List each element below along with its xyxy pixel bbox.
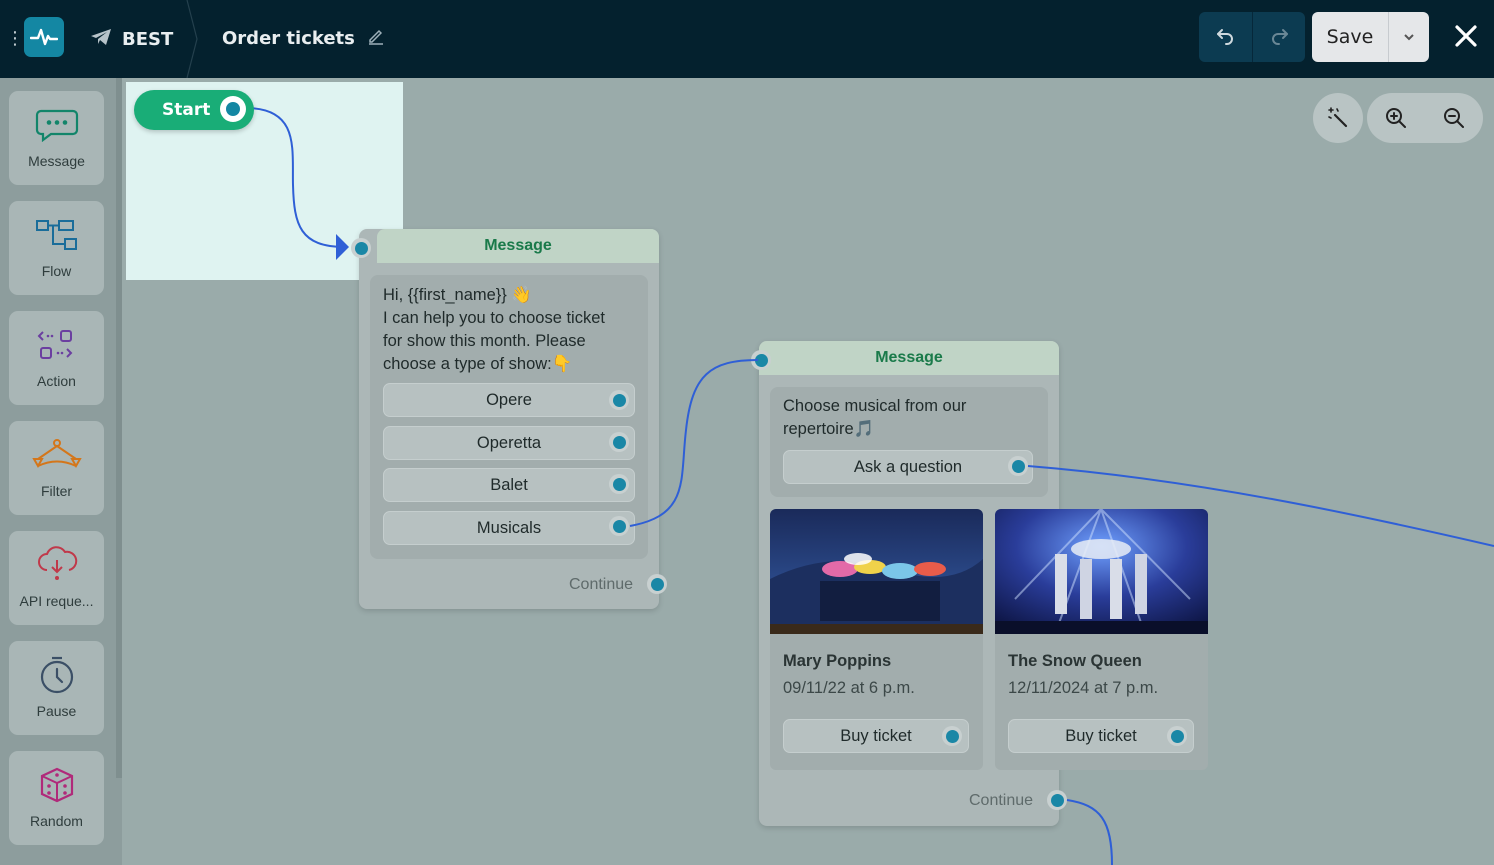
undo-icon [1216,29,1233,45]
input-port[interactable] [351,238,371,258]
save-group: Save [1312,12,1429,62]
zoom-out-button[interactable] [1425,93,1483,143]
close-button[interactable] [1448,18,1484,54]
zoom-out-icon [1444,108,1464,128]
show-image [995,509,1208,634]
buy-ticket-button[interactable]: Buy ticket [1008,719,1194,753]
clock-icon [37,655,77,695]
message-line: Choose musical from our [783,397,967,415]
filter-icon [31,435,82,475]
buy-ticket-button[interactable]: Buy ticket [783,719,969,753]
option-port[interactable] [1008,456,1028,476]
tool-pause[interactable]: Pause [9,641,104,735]
channel-selector[interactable]: BEST [90,24,173,54]
continue-port[interactable] [647,574,667,594]
undo-button[interactable] [1199,12,1252,62]
tool-label: Filter [40,483,73,499]
option-port[interactable] [609,474,629,494]
continue-label: Continue [569,576,634,593]
redo-button[interactable] [1252,12,1305,62]
tool-label: Pause [36,703,77,719]
message-text: Choose musical from our repertoire🎵 [783,395,966,441]
flow-icon [35,215,79,255]
top-bar: ⋮ BEST Order tickets Save [0,0,1494,78]
tool-label: Random [30,813,83,829]
continue-label: Continue [969,792,1034,809]
tool-label: API reque... [19,593,94,609]
tool-label: Action [37,373,76,389]
save-menu-button[interactable] [1388,12,1429,62]
chevron-down-icon [1404,34,1414,41]
action-icon [35,325,79,365]
tool-filter[interactable]: Filter [9,421,104,515]
message-line: Hi, {{first_name}} 👋 [383,286,532,304]
card-subtitle: 09/11/22 at 6 p.m. [783,679,915,697]
option-button[interactable]: Musicals [383,511,635,545]
chat-bubble-icon [35,105,79,145]
magic-wand-icon [1328,107,1348,128]
tool-label: Flow [41,263,72,279]
input-port[interactable] [751,350,771,370]
option-port[interactable] [1167,726,1187,746]
start-label: Start [162,100,211,120]
continue-port[interactable] [1047,790,1067,810]
node-header: Message [759,341,1059,375]
message-content: Choose musical from our repertoire🎵 Ask … [770,387,1048,497]
option-port[interactable] [609,516,629,536]
message-text: Hi, {{first_name}} 👋 I can help you to c… [383,284,605,376]
message-node-1[interactable]: Message Hi, {{first_name}} 👋 I can help … [359,229,659,609]
card-subtitle: 12/11/2024 at 7 p.m. [1008,679,1159,697]
option-port[interactable] [609,432,629,452]
option-port[interactable] [942,726,962,746]
breadcrumb-separator [186,0,198,78]
tool-flow[interactable]: Flow [9,201,104,295]
start-port[interactable] [220,96,246,122]
redo-icon [1272,29,1288,45]
sidebar-scrollbar[interactable] [116,78,122,778]
tool-random[interactable]: Random [9,751,104,845]
flow-title-text: Order tickets [222,27,355,49]
message-line: choose a type of show:👇 [383,355,573,373]
tool-message[interactable]: Message [9,91,104,185]
option-button[interactable]: Balet [383,468,635,502]
message-line: for show this month. Please [383,332,586,350]
tool-label: Message [28,153,85,169]
option-port[interactable] [609,390,629,410]
message-line: I can help you to choose ticket [383,309,605,327]
pulse-logo-icon[interactable] [24,17,64,57]
card-title: The Snow Queen [1008,652,1142,670]
card-title: Mary Poppins [783,652,892,670]
zoom-in-button[interactable] [1367,93,1425,143]
ask-question-button[interactable]: Ask a question [783,450,1033,484]
close-icon [1455,25,1477,47]
option-button[interactable]: Opere [383,383,635,417]
cloud-api-icon [35,545,79,585]
node-header: Message [377,229,659,263]
message-line: repertoire🎵 [783,420,875,438]
history-controls [1199,12,1305,62]
dice-icon [37,765,77,805]
channel-name: BEST [122,28,174,50]
kebab-icon[interactable]: ⋮ [6,28,24,49]
tool-api-request[interactable]: API reque... [9,531,104,625]
show-image [770,509,983,634]
message-content: Hi, {{first_name}} 👋 I can help you to c… [370,275,648,559]
save-button[interactable]: Save [1326,26,1374,48]
telegram-icon [90,28,112,51]
canvas-tools [1313,93,1483,143]
option-button[interactable]: Operetta [383,426,635,460]
pencil-icon[interactable] [367,27,385,50]
tool-action[interactable]: Action [9,311,104,405]
auto-arrange-button[interactable] [1313,93,1363,143]
flow-title[interactable]: Order tickets [222,24,385,52]
zoom-in-icon [1386,108,1406,128]
